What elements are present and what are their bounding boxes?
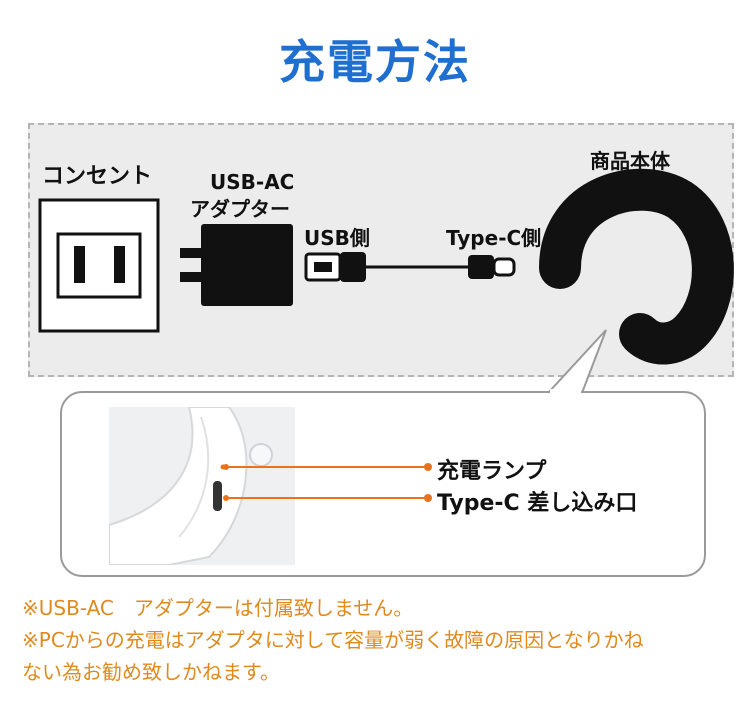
adapter-label-line1: USB-AC [210, 170, 295, 194]
page-title: 充電方法 [279, 35, 471, 89]
device-closeup-illustration [109, 407, 273, 565]
adapter-label-line2: アダプター [190, 197, 290, 221]
device-closeup-photo [109, 407, 295, 565]
neck-device-icon [539, 168, 734, 365]
note-line: ※PCからの充電はアダプタに対して容量が弱く故障の原因となりかね [22, 628, 644, 652]
product-label: 商品本体 [590, 149, 670, 173]
note-line: ない為お勧め致しかねます。 [22, 660, 280, 684]
usb-cable-icon [304, 252, 516, 282]
charge-lamp-leader [223, 463, 432, 471]
typec-side-label: Type-C側 [446, 226, 542, 250]
outlet-icon [38, 198, 160, 333]
typec-port-leader [223, 494, 432, 502]
outlet-label: コンセント [42, 164, 153, 189]
charge-lamp-label: 充電ランプ [437, 459, 547, 484]
typec-port-label: Type-C 差し込み口 [437, 491, 638, 516]
notes: ※USB-AC アダプターは付属致しません。 ※PCからの充電はアダプタに対して… [22, 592, 742, 688]
usb-ac-adapter-icon [180, 224, 293, 306]
usb-side-label: USB側 [304, 226, 370, 250]
note-line: ※USB-AC アダプターは付属致しません。 [22, 596, 414, 620]
